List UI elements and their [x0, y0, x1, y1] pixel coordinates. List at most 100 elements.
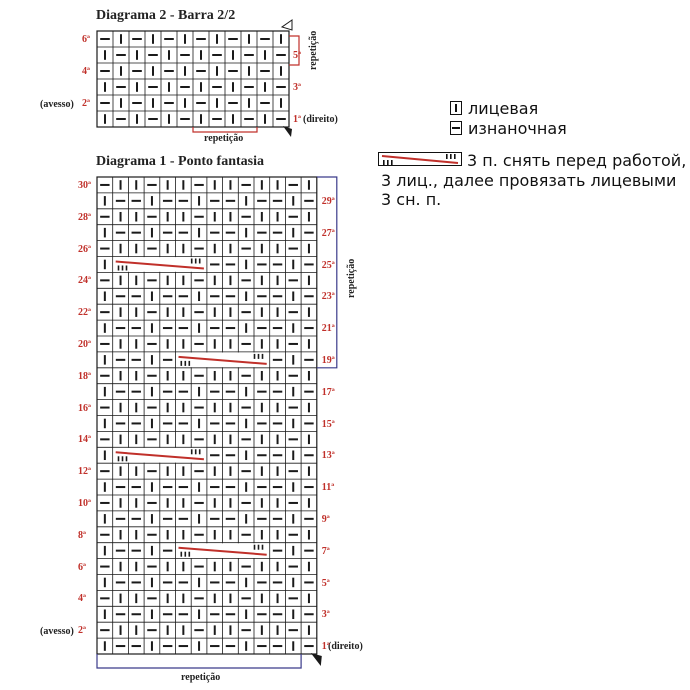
purl-stitch: [244, 118, 254, 120]
purl-stitch: [180, 54, 190, 56]
knit-stitch: [260, 402, 263, 413]
purl-stitch: [194, 342, 204, 345]
purl-stitch: [131, 581, 141, 584]
diagram1-row-number: 13ª: [321, 450, 335, 462]
knit-stitch: [198, 641, 201, 651]
purl-stitch: [196, 38, 206, 40]
knit-stitch: [276, 243, 279, 254]
cable-stitch-mark: [188, 551, 191, 557]
legend-knit-label: лицевая: [468, 99, 539, 118]
purl-stitch: [304, 645, 314, 648]
knit-stitch: [232, 114, 234, 124]
knit-stitch: [245, 323, 248, 333]
diagram1-row-number: 29ª: [321, 195, 335, 207]
knit-stitch: [103, 641, 106, 651]
purl-stitch: [131, 645, 141, 648]
cable-stitch-mark: [190, 258, 193, 264]
knit-stitch: [150, 386, 153, 397]
purl-stitch: [178, 613, 189, 616]
knit-stitch: [229, 561, 232, 572]
purl-stitch: [115, 517, 126, 520]
knit-stitch: [166, 498, 169, 508]
knit-stitch: [213, 402, 216, 413]
purl-stitch: [272, 199, 283, 202]
purl-stitch: [147, 438, 157, 441]
knit-stitch: [120, 98, 122, 108]
knit-stitch: [119, 243, 122, 254]
purl-stitch: [210, 613, 220, 616]
purl-stitch: [100, 38, 110, 40]
knit-stitch: [307, 498, 310, 508]
purl-stitch: [241, 597, 251, 600]
knit-stitch: [260, 625, 263, 635]
knit-stitch: [276, 275, 279, 286]
purl-stitch: [241, 438, 251, 441]
knit-stitch: [182, 593, 185, 604]
knit-stitch: [245, 577, 248, 588]
purl-stitch: [100, 470, 110, 473]
knit-stitch: [229, 402, 232, 413]
purl-stitch: [162, 581, 173, 584]
knit-stitch: [119, 211, 122, 222]
purl-stitch: [272, 327, 283, 330]
knit-stitch: [166, 307, 169, 317]
knit-stitch: [150, 291, 153, 302]
purl-stitch: [272, 358, 283, 361]
purl-stitch: [178, 422, 189, 425]
purl-stitch: [100, 311, 110, 314]
purl-stitch: [304, 231, 314, 234]
knit-stitch: [248, 66, 250, 76]
cable-cross-line: [178, 546, 267, 556]
diagram2-row-number: 6ª: [82, 34, 90, 45]
purl-stitch: [272, 454, 283, 457]
knit-stitch: [292, 641, 295, 651]
purl-stitch: [100, 247, 110, 250]
knit-stitch: [260, 211, 263, 222]
knit-stitch: [276, 211, 279, 222]
knit-stitch: [135, 307, 138, 317]
purl-stitch: [194, 470, 204, 473]
knit-stitch: [120, 34, 122, 44]
purl-stitch: [257, 199, 267, 202]
purl-stitch: [272, 390, 283, 393]
knit-stitch: [307, 275, 310, 286]
knit-stitch: [213, 593, 216, 604]
cable-stitch-mark: [194, 258, 197, 264]
knit-stitch: [213, 370, 216, 381]
purl-stitch: [115, 422, 126, 425]
knit-stitch: [213, 498, 216, 508]
knit-stitch: [260, 561, 263, 572]
purl-stitch: [100, 406, 110, 409]
knit-stitch: [213, 211, 216, 222]
knit-stitch: [307, 180, 310, 190]
knit-stitch: [292, 323, 295, 333]
knit-stitch: [260, 339, 263, 349]
knit-stitch: [103, 259, 106, 270]
diagram1-repeat-bracket-right: [316, 176, 338, 369]
purl-stitch: [210, 199, 220, 202]
diagram1-row-number: 15ª: [321, 418, 335, 430]
knit-stitch: [150, 514, 153, 524]
knit-stitch: [166, 466, 169, 476]
purl-stitch: [178, 231, 189, 234]
knit-stitch: [150, 577, 153, 588]
knit-stitch: [182, 529, 185, 540]
diagram1-row-number: 8ª: [78, 529, 86, 541]
knit-stitch: [198, 323, 201, 333]
diagram1-row-number: 18ª: [78, 370, 91, 382]
purl-symbol-icon: [450, 121, 462, 135]
knit-stitch: [136, 82, 138, 92]
cable-stitch-mark: [117, 265, 120, 271]
knit-stitch: [200, 114, 202, 124]
knit-stitch: [229, 243, 232, 254]
legend-cable-line1: 3 п. снять перед работой,: [467, 151, 687, 170]
purl-stitch: [210, 645, 220, 648]
cable-stitch-mark: [253, 353, 256, 359]
knit-stitch: [232, 82, 234, 92]
knit-stitch: [119, 466, 122, 476]
purl-stitch: [147, 533, 157, 536]
knit-stitch: [276, 339, 279, 349]
purl-stitch: [260, 102, 270, 104]
knit-stitch: [135, 402, 138, 413]
cable-stitch-mark: [257, 353, 260, 359]
